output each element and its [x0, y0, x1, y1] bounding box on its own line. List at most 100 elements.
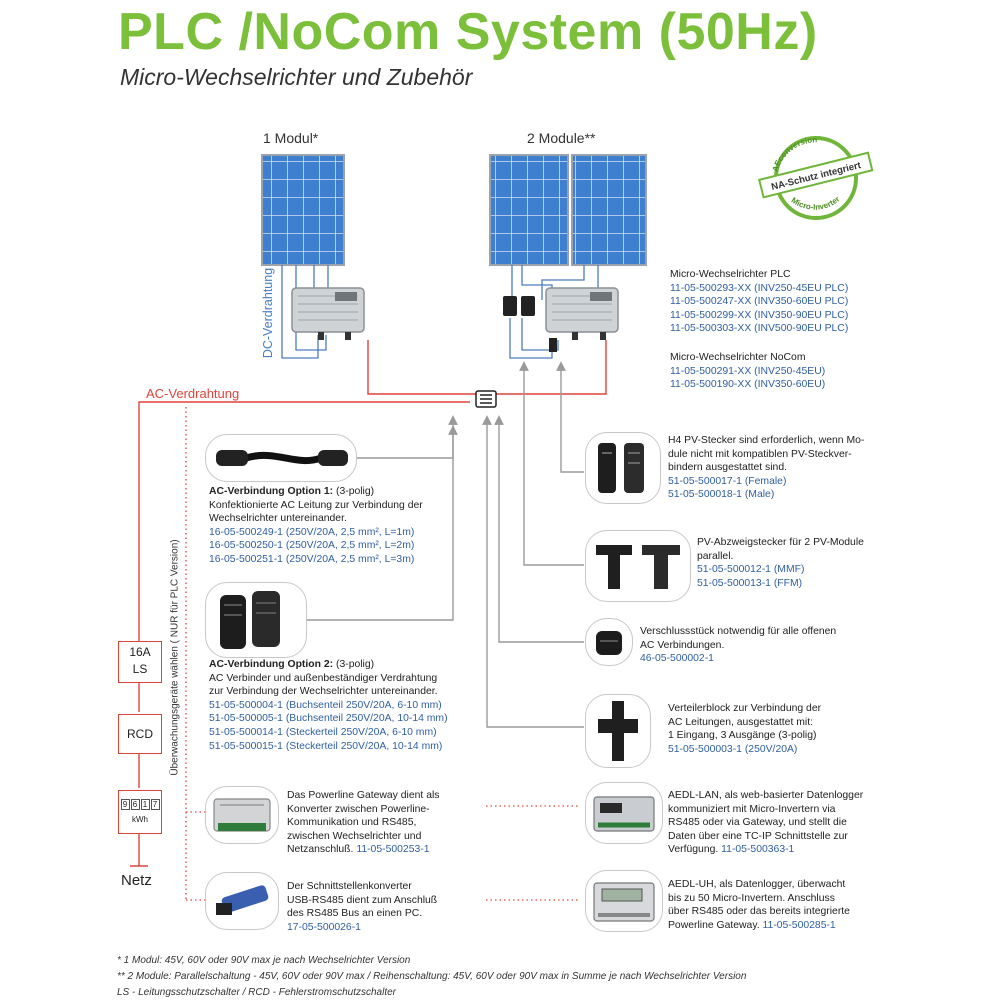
aedl-lan-text: AEDL-LAN, als web-basierter Datenlogger …: [668, 789, 863, 857]
usb-item: 17-05-500026-1: [287, 921, 361, 933]
usb-desc: Der Schnittstellenkonverter: [287, 881, 412, 892]
ac-option2-item: 51-05-500014-1 (Steckerteil 250V/20A, 6-…: [209, 726, 437, 738]
monitoring-label-wrap: Überwachungsgeräte wählen ( NUR für PLC …: [167, 539, 187, 775]
aedl-uh-desc: über RS485 oder das bereits integrierte: [668, 906, 850, 918]
branch-item: 51-05-500013-1 (FFM): [697, 577, 803, 589]
h4-desc: dule nicht mit kompatiblen PV-Steckver-: [668, 448, 852, 460]
micro-inverter-right: [545, 287, 619, 340]
plc-item: 11-05-500303-XX (INV500-90EU PLC): [670, 323, 849, 335]
meter-digit: 9: [120, 799, 130, 810]
aedl-uh-desc: Powerline Gateway.: [668, 919, 763, 931]
gateway-desc: Netzanschluß.: [287, 844, 357, 856]
ac-option2-item: 51-05-500004-1 (Buchsenteil 250V/20A, 6-…: [209, 699, 442, 711]
aedl-lan-desc: RS485 oder via Gateway, und stellt die: [668, 817, 847, 829]
aedl-uh-image: [585, 870, 663, 932]
h4-item: 51-05-500018-1 (Male): [668, 489, 775, 501]
leader-arrows: [305, 361, 584, 728]
ac-option1-item: 16-05-500250-1 (250V/20A, 2,5 mm², L=2m): [209, 540, 415, 552]
aedl-lan-desc: kommuniziert mit Micro-Invertern via: [668, 803, 836, 815]
h4-connector-image: [585, 432, 661, 504]
ac-option1-item: 16-05-500249-1 (250V/20A, 2,5 mm², L=1m): [209, 526, 415, 538]
nocom-item: 11-05-500190-XX (INV350-60EU): [670, 379, 826, 391]
ac-option2-desc: zur Verbindung der Wechselrichter untere…: [209, 686, 438, 698]
ac-option2-desc: AC Verbinder und außenbeständiger Verdra…: [209, 672, 438, 684]
ac-wiring: [130, 340, 607, 867]
h4-desc: H4 PV-Stecker sind erforderlich, wenn Mo…: [668, 435, 865, 446]
footnote: ** 2 Module: Parallelschaltung - 45V, 60…: [117, 971, 747, 982]
aeconversion-badge: AEconversion NA-Schutz integriert Micro-…: [758, 135, 874, 220]
nocom-list: Micro-Wechselrichter NoCom 11-05-500291-…: [670, 351, 825, 392]
ls-breaker-box: 16A LS: [118, 641, 162, 683]
branch-item: 51-05-500012-1 (MMF): [697, 564, 805, 576]
aedl-uh-desc: bis zu 50 Micro-Invertern. Anschluss: [668, 892, 835, 904]
ac-option1-desc: Konfektionierte AC Leitung zur Verbindun…: [209, 499, 423, 511]
ac-junction-block: [475, 390, 497, 408]
meter-digit: 7: [150, 799, 160, 810]
one-module-label: 1 Modul*: [263, 130, 319, 146]
ac-option2-text: AC-Verbindung Option 2: (3-polig) AC Ver…: [209, 658, 448, 753]
aedl-lan-desc: AEDL-LAN, als web-basierter Datenlogger: [668, 790, 864, 801]
usb-converter-image: [205, 872, 279, 930]
dc-wiring-label-wrap: DC-Verdrahtung: [258, 266, 276, 366]
two-modules-label: 2 Module**: [527, 130, 596, 146]
ac-option1-item: 16-05-500251-1 (250V/20A, 2,5 mm², L=3m): [209, 553, 415, 565]
ac-option2-heading: AC-Verbindung Option 2:: [209, 659, 334, 670]
meter-digit: 6: [130, 799, 140, 810]
ls-rating: 16A: [129, 645, 151, 659]
plc-list: Micro-Wechselrichter PLC 11-05-500293-XX…: [670, 268, 848, 336]
distributor-desc: AC Leitungen, ausgestattet mit:: [668, 716, 813, 728]
ac-option1-suffix: (3-polig): [333, 486, 375, 497]
solar-panel-1: [261, 154, 345, 266]
distributor-image: [585, 694, 651, 768]
branch-desc: PV-Abzweigstecker für 2 PV-Module: [697, 537, 864, 548]
aedl-lan-image: [585, 782, 663, 844]
distributor-item: 51-05-500003-1 (250V/20A): [668, 743, 798, 755]
gateway-desc: zwischen Wechselrichter und: [287, 830, 422, 842]
monitoring-label: Überwachungsgeräte wählen ( NUR für PLC …: [169, 539, 181, 776]
nocom-heading: Micro-Wechselrichter NoCom: [670, 352, 806, 363]
ac-option2-suffix: (3-polig): [333, 659, 375, 670]
ac-option1-text: AC-Verbindung Option 1: (3-polig) Konfek…: [209, 485, 423, 567]
solar-panel-2: [489, 154, 569, 266]
plc-item: 11-05-500299-XX (INV350-90EU PLC): [670, 309, 849, 321]
meter-unit: kWh: [132, 815, 148, 824]
distributor-text: Verteilerblock zur Verbindung der AC Lei…: [668, 702, 821, 756]
branch-connector-image: [585, 530, 691, 602]
branch-text: PV-Abzweigstecker für 2 PV-Module parall…: [697, 536, 864, 590]
page-subtitle: Micro-Wechselrichter und Zubehör: [120, 64, 473, 90]
gateway-desc: Konverter zwischen Powerline-: [287, 803, 430, 815]
endcap-image: [585, 618, 633, 666]
ac-option1-desc: Wechselrichter untereinander.: [209, 513, 347, 525]
footnote: LS - Leitungsschutzschalter / RCD - Fehl…: [117, 987, 396, 998]
ac-wiring-label: AC-Verdrahtung: [146, 386, 240, 401]
h4-desc: bindern ausgestattet sind.: [668, 462, 787, 474]
micro-inverter-left: [291, 287, 365, 340]
powerline-gateway-image: [205, 786, 279, 844]
meter-digit: 1: [140, 799, 150, 810]
pv-branch-connectors: [503, 296, 557, 352]
ac-option2-item: 51-05-500015-1 (Steckerteil 250V/20A, 10…: [209, 740, 443, 752]
gateway-item: 11-05-500253-1: [356, 844, 430, 856]
aedl-uh-text: AEDL-UH, als Datenlogger, überwacht bis …: [668, 878, 850, 932]
h4-item: 51-05-500017-1 (Female): [668, 475, 787, 487]
rcd-label: RCD: [127, 727, 153, 741]
plc-item: 11-05-500293-XX (INV250-45EU PLC): [670, 282, 849, 294]
aedl-lan-desc: Daten über eine TC-IP Schnittstelle zur: [668, 830, 848, 842]
ac-option2-item: 51-05-500005-1 (Buchsenteil 250V/20A, 10…: [209, 713, 448, 725]
netz-label: Netz: [121, 872, 152, 889]
ls-label: LS: [132, 662, 148, 676]
rcd-box: RCD: [118, 714, 162, 754]
h4-text: H4 PV-Stecker sind erforderlich, wenn Mo…: [668, 434, 864, 502]
gateway-desc: Das Powerline Gateway dient als: [287, 790, 440, 801]
branch-desc: parallel.: [697, 550, 734, 562]
endcap-item: 46-05-500002-1: [640, 653, 714, 665]
usb-desc: des RS485 Bus an einen PC.: [287, 908, 423, 920]
gateway-desc: Kommunikation und RS485,: [287, 817, 417, 829]
ac-option1-heading: AC-Verbindung Option 1:: [209, 486, 334, 497]
usb-desc: USB-RS485 dient zum Anschluß: [287, 894, 438, 906]
page-title: PLC /NoCom System (50Hz): [118, 3, 818, 61]
solar-panel-3: [571, 154, 647, 266]
meter-digits: 9 6 1 7: [119, 799, 161, 810]
plc-item: 11-05-500247-XX (INV350-60EU PLC): [670, 296, 849, 308]
